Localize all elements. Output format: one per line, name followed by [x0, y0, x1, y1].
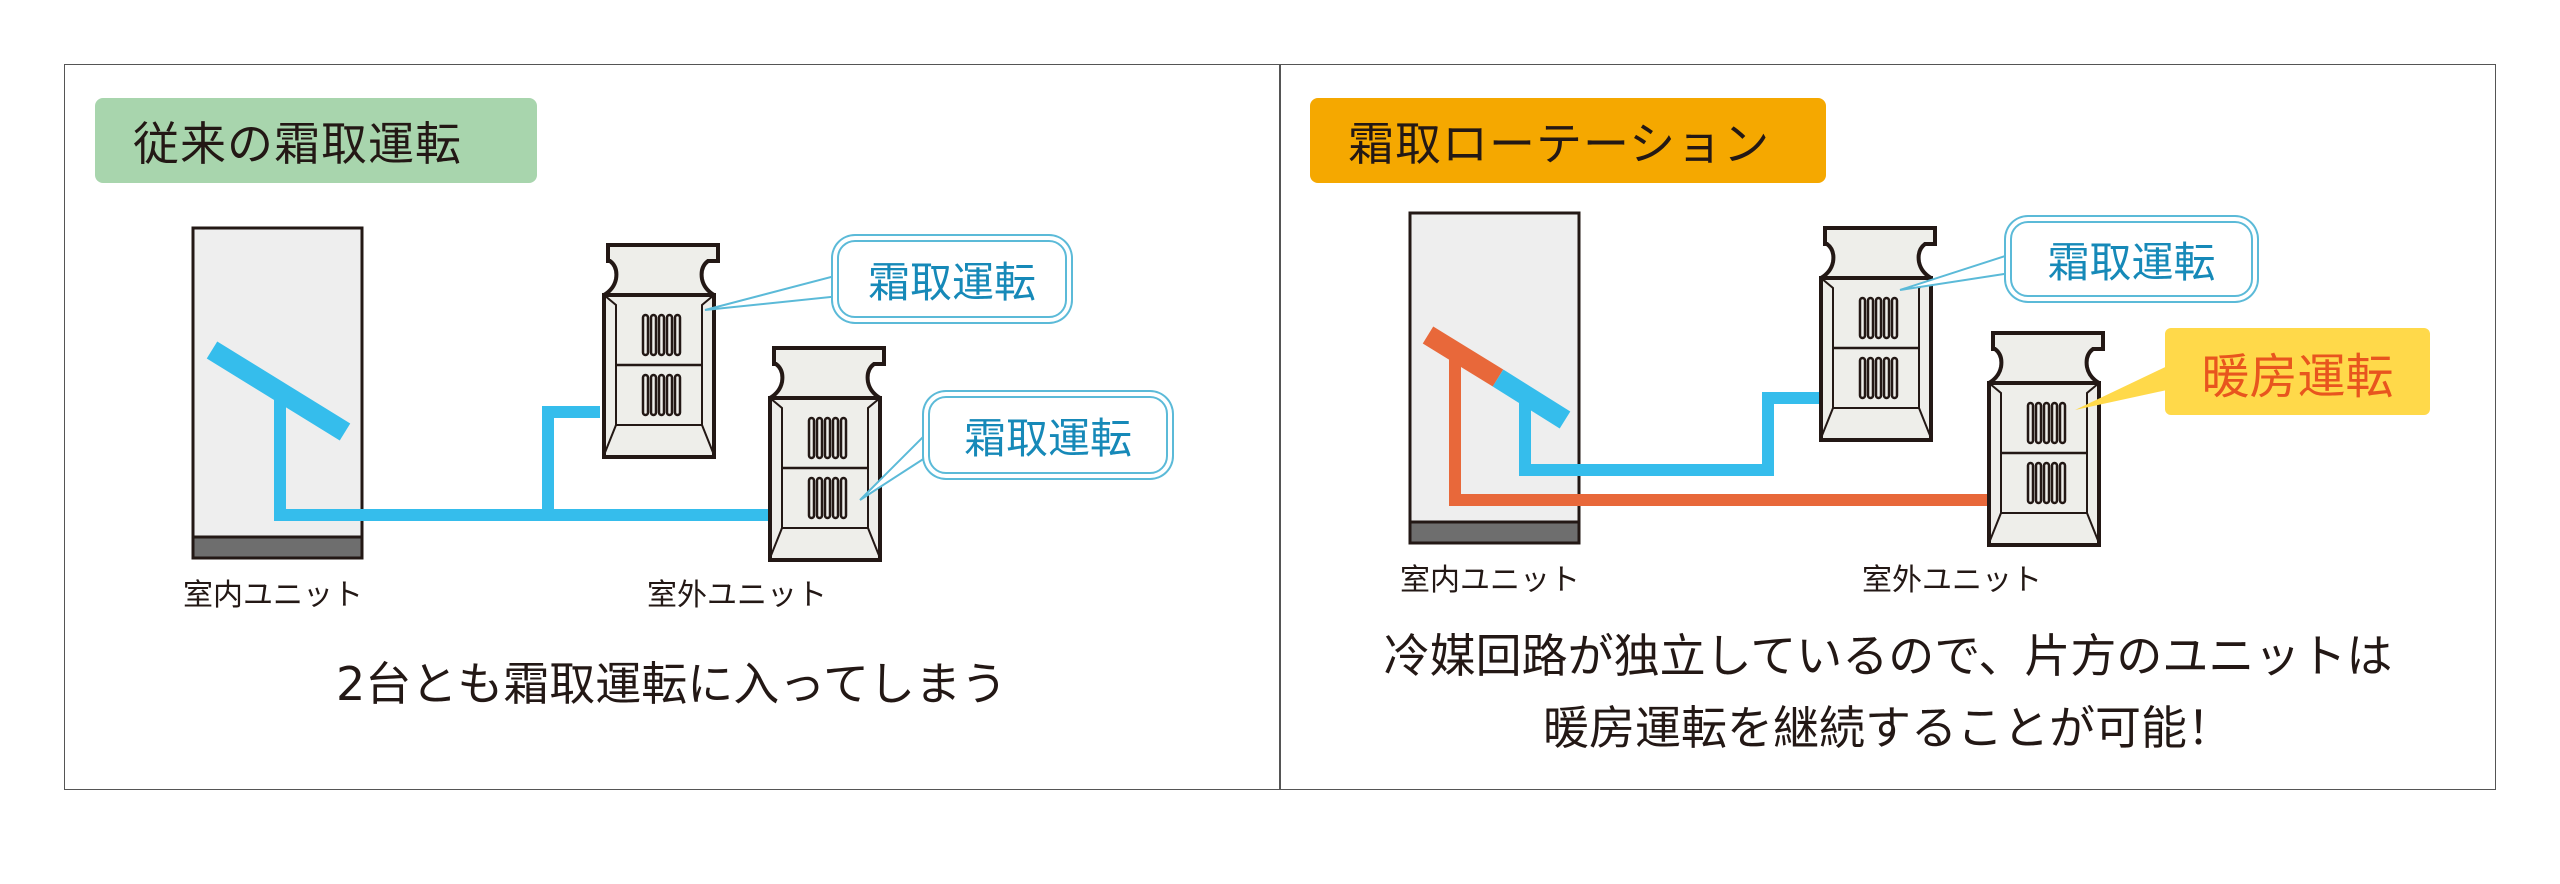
left-callout-defrost-1: 霜取運転: [837, 240, 1067, 318]
left-cold-pipe: [206, 341, 770, 521]
left-callout-defrost-2: 霜取運転: [928, 396, 1168, 474]
right-outdoor-unit-2: [1987, 331, 2105, 547]
right-caption-line2: 暖房運転を継続することが可能！: [1543, 701, 2233, 755]
left-outdoor-label: 室外ユニット: [647, 578, 827, 613]
left-outdoor-unit-2: [768, 346, 886, 562]
right-callout-defrost: 霜取運転: [2010, 221, 2253, 297]
left-indoor-label: 室内ユニット: [183, 578, 363, 613]
left-outdoor-unit-1: [602, 243, 720, 459]
right-outdoor-unit-1: [1819, 226, 1937, 442]
panel-divider: [1279, 64, 1281, 790]
conventional-defrost-title: 従来の霜取運転: [95, 98, 537, 183]
right-indoor-label: 室内ユニット: [1400, 563, 1580, 598]
right-outdoor-label: 室外ユニット: [1862, 563, 2042, 598]
right-warm-pipe: [1422, 326, 1990, 506]
defrost-rotation-title: 霜取ローテーション: [1310, 98, 1826, 183]
left-caption: 2台とも霜取運転に入ってしまう: [336, 657, 1007, 711]
right-callout-heating: 暖房運転: [2165, 328, 2430, 415]
right-caption-line1: 冷媒回路が独立しているので、片方のユニットは: [1383, 629, 2393, 683]
right-cold-pipe: [1492, 369, 1820, 476]
